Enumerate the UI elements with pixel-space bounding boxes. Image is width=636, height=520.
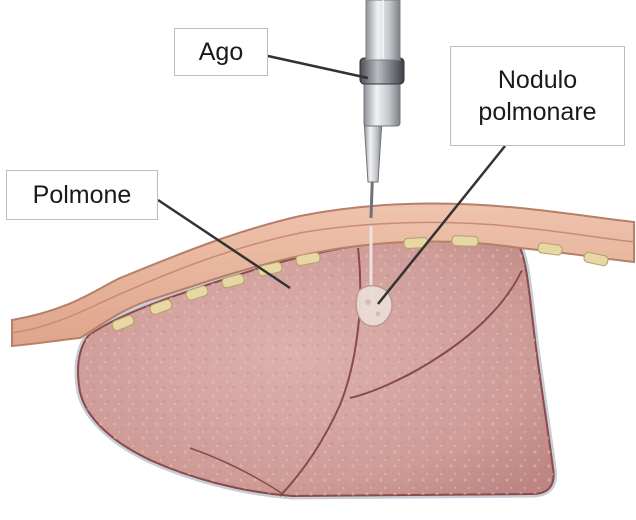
needle-label-text: Ago [199,37,243,67]
rib [452,236,478,247]
needle-leader-line [268,56,368,78]
lung-label: Polmone [6,170,158,220]
nodule-label-line1: Nodulo [498,64,577,96]
nodule-label-line2: polmonare [478,96,596,128]
needle [360,0,404,218]
needle-label: Ago [174,28,268,76]
nodule-label: Nodulo polmonare [450,46,625,146]
lung-label-text: Polmone [33,180,132,210]
